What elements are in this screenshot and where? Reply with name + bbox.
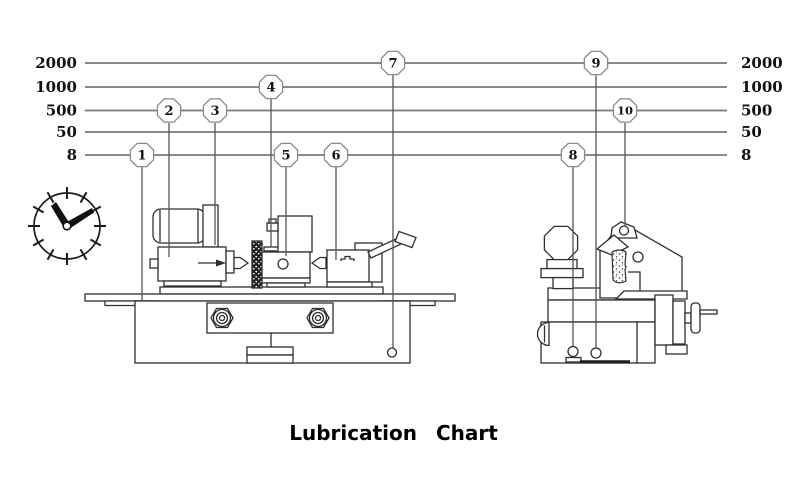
interval-label: 500 [741,102,772,120]
interval-label: 2000 [35,54,77,72]
callout-number: 5 [281,149,290,164]
callout-markers: 1 2 3 4 5 6 7 8 [129,50,638,168]
page-title: Lubrication Chart [289,421,498,445]
callout-marker-8: 8 [560,142,586,168]
callout-number: 10 [617,104,633,118]
callout-marker-6: 6 [323,142,349,168]
callout-leader-lines [141,75,626,348]
handwheel-icon [306,307,330,329]
interval-label: 2000 [741,54,783,72]
interval-labels-left: 2000 1000 500 50 8 [35,54,77,164]
callout-marker-7: 7 [380,50,406,76]
callout-marker-4: 4 [258,74,284,100]
interval-lines [85,62,727,156]
analog-clock-icon [28,187,106,265]
callout-marker-1: 1 [129,142,155,168]
machine-tool-grinder [536,221,718,364]
interval-label: 1000 [741,78,783,96]
callout-number: 1 [137,149,146,164]
interval-labels-right: 2000 1000 500 50 8 [741,54,783,164]
callout-number: 3 [210,104,219,119]
callout-marker-9: 9 [583,50,609,76]
callout-number: 4 [266,81,275,96]
callout-marker-5: 5 [273,142,299,168]
callout-marker-10: 10 [612,98,638,123]
page-title-word2: Chart [436,421,498,445]
machine-cylindrical-grinder [84,204,456,364]
callout-number: 7 [388,57,397,72]
handwheel-icon [210,307,234,329]
callout-marker-2: 2 [156,98,182,123]
callout-number: 9 [591,57,600,72]
interval-label: 8 [741,146,751,164]
clock-minute-hand [65,208,94,229]
interval-label: 1000 [35,78,77,96]
callout-number: 6 [331,149,340,164]
interval-label: 500 [46,102,77,120]
interval-label: 50 [741,123,762,141]
callout-number: 8 [568,149,577,164]
callout-marker-3: 3 [202,98,228,123]
page-title-word1: Lubrication [289,421,417,445]
interval-label: 50 [56,123,77,141]
clock-hour-hand [51,202,70,228]
interval-label: 8 [67,146,77,164]
callout-number: 2 [164,104,173,119]
